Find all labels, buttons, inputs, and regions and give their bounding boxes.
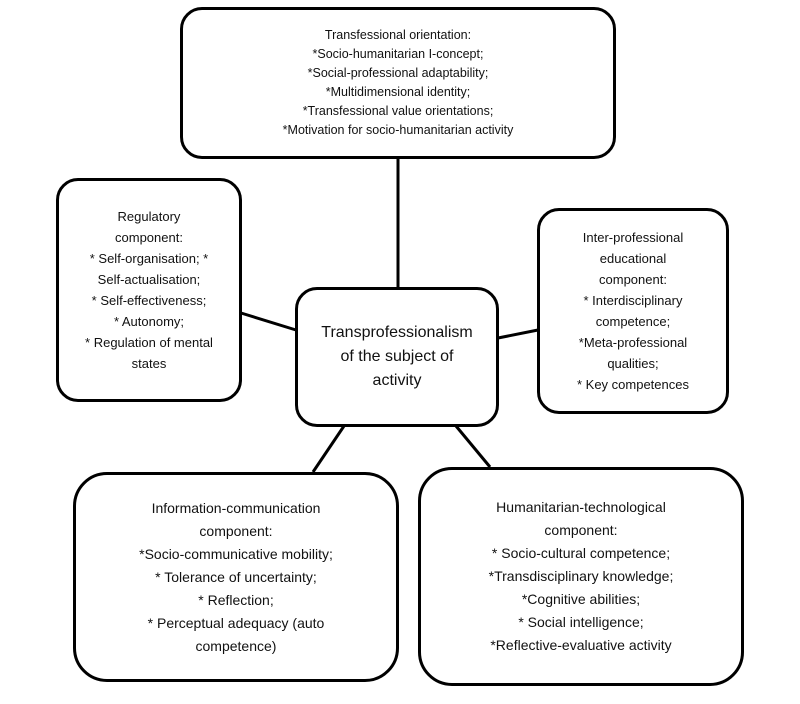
- node-line: of the subject of: [340, 348, 454, 365]
- node-line: *Transfessional value orientations;: [302, 104, 494, 118]
- node-line: * Key competences: [576, 377, 689, 392]
- transfessional-orientation-text: Transfessional orientation: *Socio-human…: [283, 26, 514, 140]
- node-line: * Perceptual adequacy (auto: [147, 614, 325, 631]
- node-line: * Autonomy;: [113, 314, 185, 329]
- node-line: competence): [195, 637, 277, 654]
- node-line: *Transdisciplinary knowledge;: [488, 568, 674, 584]
- node-line: component:: [115, 230, 183, 245]
- connector-right: [497, 328, 539, 340]
- node-line: *Cognitive abilities;: [521, 591, 641, 607]
- node-line: Self-actualisation;: [97, 272, 201, 287]
- node-line: *Multidimensional identity;: [325, 85, 471, 99]
- regulatory-component-box: Regulatory component: * Self-organisatio…: [56, 178, 242, 402]
- node-line: *Socio-humanitarian I-concept;: [312, 47, 484, 61]
- node-line: *Motivation for socio-humanitarian activ…: [282, 123, 514, 137]
- node-line: Inter-professional: [582, 230, 684, 245]
- inter-professional-educational-component-text: Inter-professional educational component…: [577, 227, 689, 395]
- transprofessionalism-center-text: Transprofessionalism of the subject of a…: [321, 321, 472, 393]
- node-line: *Meta-professional: [578, 335, 688, 350]
- node-line: *Socio-communicative mobility;: [139, 545, 333, 562]
- node-line: educational: [599, 251, 667, 266]
- node-line: *Social-professional adaptability;: [307, 66, 489, 80]
- connector-bottom-right: [454, 425, 492, 468]
- regulatory-component-text: Regulatory component: * Self-organisatio…: [85, 206, 213, 374]
- node-line: competence;: [595, 314, 671, 329]
- humanitarian-technological-component-text: Humanitarian-technological component: * …: [489, 496, 674, 657]
- node-line: qualities;: [607, 356, 659, 371]
- node-line: * Regulation of mental: [85, 335, 213, 350]
- information-communication-component-text: Information-communication component: *So…: [139, 497, 333, 658]
- node-line: component:: [544, 522, 618, 538]
- node-line: * Reflection;: [198, 591, 274, 608]
- node-line: *Reflective-evaluative activity: [490, 637, 672, 653]
- node-line: component:: [199, 522, 273, 539]
- node-line: * Socio-cultural competence;: [491, 545, 671, 561]
- connector-bottom-left: [311, 425, 346, 473]
- node-line: Transfessional orientation:: [324, 28, 472, 42]
- connector-left: [240, 311, 297, 332]
- node-line: activity: [372, 372, 422, 389]
- node-line: component:: [599, 272, 667, 287]
- node-line: Regulatory: [117, 209, 181, 224]
- node-line: Humanitarian-technological: [496, 499, 666, 515]
- transprofessionalism-center-box: Transprofessionalism of the subject of a…: [295, 287, 499, 427]
- humanitarian-technological-component-box: Humanitarian-technological component: * …: [418, 467, 744, 686]
- transfessional-orientation-box: Transfessional orientation: *Socio-human…: [180, 7, 616, 159]
- node-line: Transprofessionalism: [321, 324, 473, 341]
- node-line: * Social intelligence;: [518, 614, 644, 630]
- node-line: * Self-effectiveness;: [91, 293, 207, 308]
- information-communication-component-box: Information-communication component: *So…: [73, 472, 399, 682]
- node-line: * Interdisciplinary: [583, 293, 683, 308]
- inter-professional-educational-component-box: Inter-professional educational component…: [537, 208, 729, 414]
- node-line: * Self-organisation; *: [89, 251, 209, 266]
- node-line: states: [131, 356, 167, 371]
- node-line: * Tolerance of uncertainty;: [155, 568, 317, 585]
- node-line: Information-communication: [151, 499, 321, 516]
